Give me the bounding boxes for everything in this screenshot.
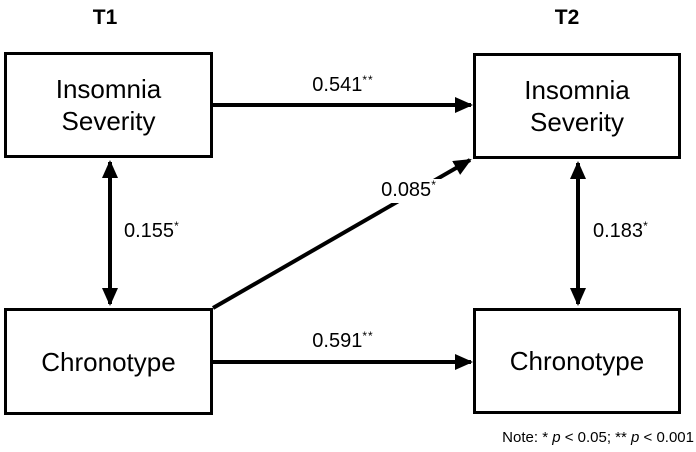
box-insomnia-t2 <box>473 53 681 159</box>
note-text: Note: * <box>502 429 553 446</box>
coefficient-value: 0.591 <box>312 330 363 352</box>
box-label-insomnia-t1: Insomnia Severity <box>55 74 162 136</box>
coefficient-chronotype-stability: 0.591** <box>312 329 374 354</box>
coefficient-t1-covariance: 0.155* <box>124 219 180 244</box>
significance-stars: ** <box>362 73 374 87</box>
coefficient-cross-lagged: 0.085* <box>377 178 441 203</box>
box-chronotype-t2 <box>473 308 681 414</box>
significance-stars: ** <box>362 329 374 343</box>
significance-note: Note: * p < 0.05; ** p < 0.001 <box>502 428 694 447</box>
coefficient-value: 0.155 <box>124 220 175 242</box>
note-p-symbol: p <box>552 429 561 446</box>
note-text: < 0.05; ** <box>560 429 632 446</box>
box-chronotype-t1 <box>4 308 213 415</box>
note-text: < 0.001 <box>639 429 694 446</box>
box-label-insomnia-t2: Insomnia Severity <box>524 75 630 137</box>
coefficient-insomnia-stability: 0.541** <box>312 73 374 98</box>
significance-stars: * <box>174 219 180 233</box>
significance-stars: * <box>431 178 437 192</box>
coefficient-value: 0.541 <box>312 74 363 96</box>
significance-stars: * <box>643 219 649 233</box>
coefficient-t2-covariance: 0.183* <box>593 219 649 244</box>
coefficient-value: 0.085 <box>381 179 432 201</box>
box-insomnia-t1 <box>4 52 213 158</box>
box-label-chronotype-t2: Chronotype <box>509 346 645 376</box>
box-label-chronotype-t1: Chronotype <box>41 346 176 377</box>
column-header-t1: T1 <box>92 6 118 29</box>
note-p-symbol: p <box>631 429 640 446</box>
column-header-t2: T2 <box>554 6 580 29</box>
coefficient-value: 0.183 <box>593 220 644 242</box>
